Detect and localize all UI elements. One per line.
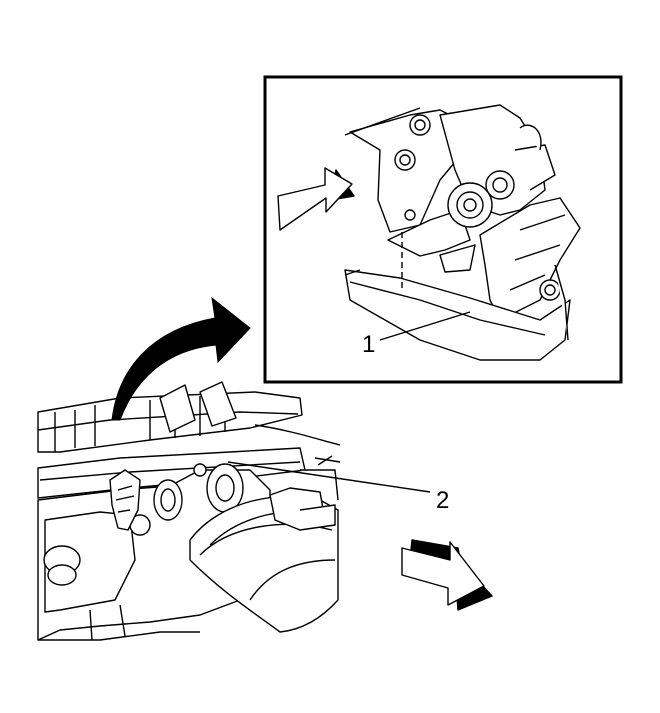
inset-direction-arrow-icon: [277, 167, 355, 231]
latch-assembly: [344, 104, 581, 361]
callout-1: 1: [362, 331, 375, 358]
callout-2: 2: [436, 487, 449, 514]
leader-line-2: [227, 461, 431, 493]
detail-inset: 1: [263, 75, 623, 384]
leader-line-1: [379, 311, 471, 341]
direction-arrow-icon: [401, 539, 493, 611]
curved-pointer-arrow-icon: [111, 296, 251, 421]
vehicle-front-structure: [37, 381, 341, 641]
